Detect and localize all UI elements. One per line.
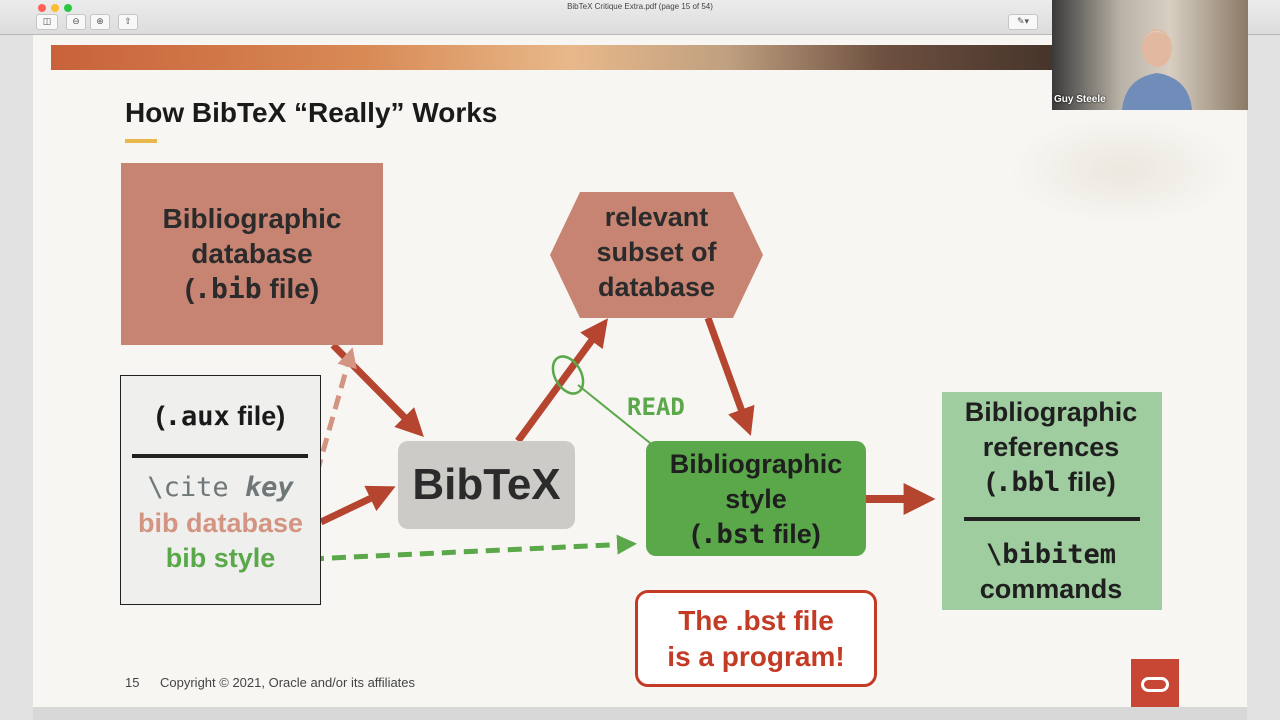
- zoom-out-icon[interactable]: ⊖: [66, 14, 86, 30]
- zoom-in-icon[interactable]: ⊕: [90, 14, 110, 30]
- bib-references-box: Bibliographic references (.bbl file) \bi…: [942, 392, 1162, 610]
- markup-pen-icon[interactable]: ✎▾: [1008, 14, 1038, 30]
- arrow-aux-to-bibtex: [321, 490, 388, 522]
- arrow-bibstyle-to-style: [288, 544, 631, 560]
- bbl-extension: .bbl: [995, 467, 1060, 498]
- slide: How BibTeX “Really” Works Bibliographic …: [33, 35, 1247, 707]
- refs-paren: (: [986, 467, 995, 497]
- aux-cite-line: \cite key: [121, 470, 320, 506]
- sidebar-icon[interactable]: ◫: [36, 14, 58, 30]
- aux-file-word: file): [230, 401, 286, 431]
- refs-file-word: file): [1060, 467, 1116, 497]
- database-paren: (: [185, 273, 194, 304]
- aux-bib-style: bib style: [121, 540, 320, 576]
- viewer-margin-bottom: [33, 707, 1247, 720]
- aux-file-box: (.aux file) \cite key bib database bib s…: [120, 375, 321, 605]
- arrow-bibtex-to-subset: [518, 325, 603, 441]
- arrow-subset-to-style: [708, 318, 748, 428]
- style-line2: style: [646, 482, 866, 517]
- refs-title: Bibliographic references (.bbl file): [942, 395, 1160, 500]
- style-line1: Bibliographic: [646, 447, 866, 482]
- commands-word: commands: [942, 572, 1160, 607]
- aux-title: (.aux file): [121, 398, 320, 435]
- page-number: 15: [125, 675, 139, 690]
- style-line3: (.bst file): [646, 517, 866, 552]
- bibitem-command: \bibitem: [942, 537, 1160, 572]
- refs-divider: [964, 517, 1140, 521]
- program-callout: The .bst file is a program!: [635, 590, 877, 687]
- database-file-word: file): [262, 273, 320, 304]
- cite-command: \cite: [147, 472, 245, 503]
- oracle-logo: [1131, 659, 1179, 707]
- refs-line3: (.bbl file): [942, 465, 1160, 500]
- aux-divider: [132, 454, 308, 458]
- bib-database-box: Bibliographic database (.bib file): [121, 163, 383, 345]
- refs-line1: Bibliographic: [942, 395, 1160, 430]
- oracle-logo-ring-icon: [1141, 677, 1169, 692]
- read-label: READ: [627, 393, 685, 421]
- copyright-notice: Copyright © 2021, Oracle and/or its affi…: [160, 675, 415, 690]
- style-file-word: file): [765, 519, 821, 549]
- viewer-margin-right: [1247, 35, 1280, 720]
- bib-style-box: Bibliographic style (.bst file): [646, 441, 866, 556]
- database-line2: database: [121, 236, 383, 271]
- aux-bib-database: bib database: [121, 505, 320, 541]
- arrow-database-to-bibtex: [333, 345, 418, 431]
- participant-name: Guy Steele: [1054, 94, 1106, 105]
- bst-extension: .bst: [700, 519, 765, 550]
- callout-line2: is a program!: [638, 639, 874, 675]
- refs-line2: references: [942, 430, 1160, 465]
- database-line1: Bibliographic: [121, 201, 383, 236]
- subset-hexagon: [550, 192, 763, 318]
- database-line3: (.bib file): [121, 271, 383, 306]
- bibtex-program-box: BibTeX: [398, 441, 575, 529]
- viewer-margin-left: [0, 35, 33, 720]
- refs-commands: \bibitem commands: [942, 537, 1160, 607]
- style-paren: (: [691, 519, 700, 549]
- callout-line1: The .bst file: [638, 603, 874, 639]
- presenter-image: [1117, 18, 1197, 110]
- share-icon[interactable]: ⇧: [118, 14, 138, 30]
- video-thumbnail[interactable]: Guy Steele: [1052, 0, 1248, 110]
- aux-extension: .aux: [165, 401, 230, 432]
- bib-extension: .bib: [194, 272, 261, 305]
- aux-paren: (: [156, 401, 165, 431]
- cite-key: key: [245, 472, 294, 503]
